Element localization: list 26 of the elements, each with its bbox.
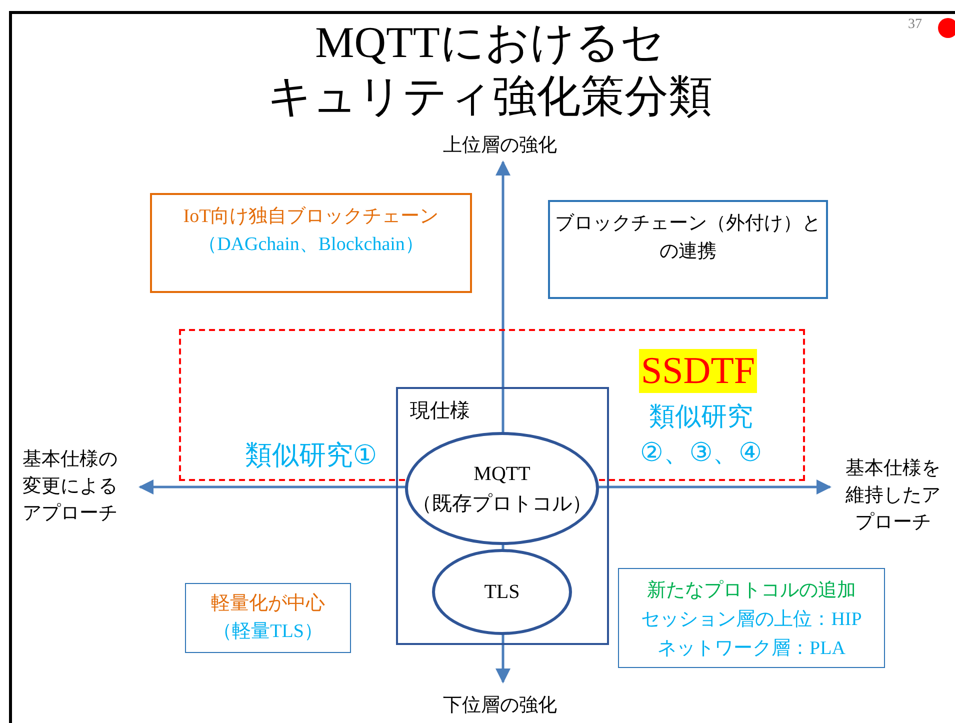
box-text: 類似研究① bbox=[244, 439, 378, 473]
box-text: （軽量TLS） bbox=[212, 620, 324, 644]
text-box bbox=[150, 193, 472, 293]
box-text: TLS bbox=[483, 580, 521, 605]
box-text: 類似研究②、③、④ bbox=[639, 401, 763, 470]
box-text: ブロックチェーン（外付け）との連携 bbox=[554, 212, 822, 264]
box-text: ネットワーク層：PLA bbox=[656, 637, 846, 661]
box-text: 軽量化が中心 bbox=[210, 592, 326, 616]
box-text: 新たなプロトコルの追加 bbox=[646, 579, 857, 603]
text-box bbox=[185, 583, 351, 653]
axis-label: 基本仕様の変更によるアプローチ bbox=[22, 447, 118, 526]
text-box bbox=[618, 568, 885, 668]
group-box bbox=[396, 387, 609, 645]
axis-label: 上位層の強化 bbox=[442, 133, 558, 158]
axis-label: 下位層の強化 bbox=[442, 693, 558, 718]
box-text: MQTT bbox=[472, 462, 532, 487]
box-text: IoT向け独自ブロックチェーン bbox=[182, 205, 440, 229]
title: MQTTにおけるセキュリティ強化策分類 bbox=[266, 17, 714, 123]
box-text: （DAGchain、Blockchain） bbox=[197, 233, 425, 257]
axis-label: 基本仕様を維持したアプローチ bbox=[844, 456, 942, 535]
text-box bbox=[548, 200, 828, 299]
box-text: SSDTF bbox=[639, 349, 758, 393]
box-text: （既存プロトコル） bbox=[411, 492, 593, 517]
page-number: 37 bbox=[907, 17, 923, 33]
box-text: 現仕様 bbox=[410, 397, 470, 424]
box-text: セッション層の上位：HIP bbox=[640, 608, 863, 632]
